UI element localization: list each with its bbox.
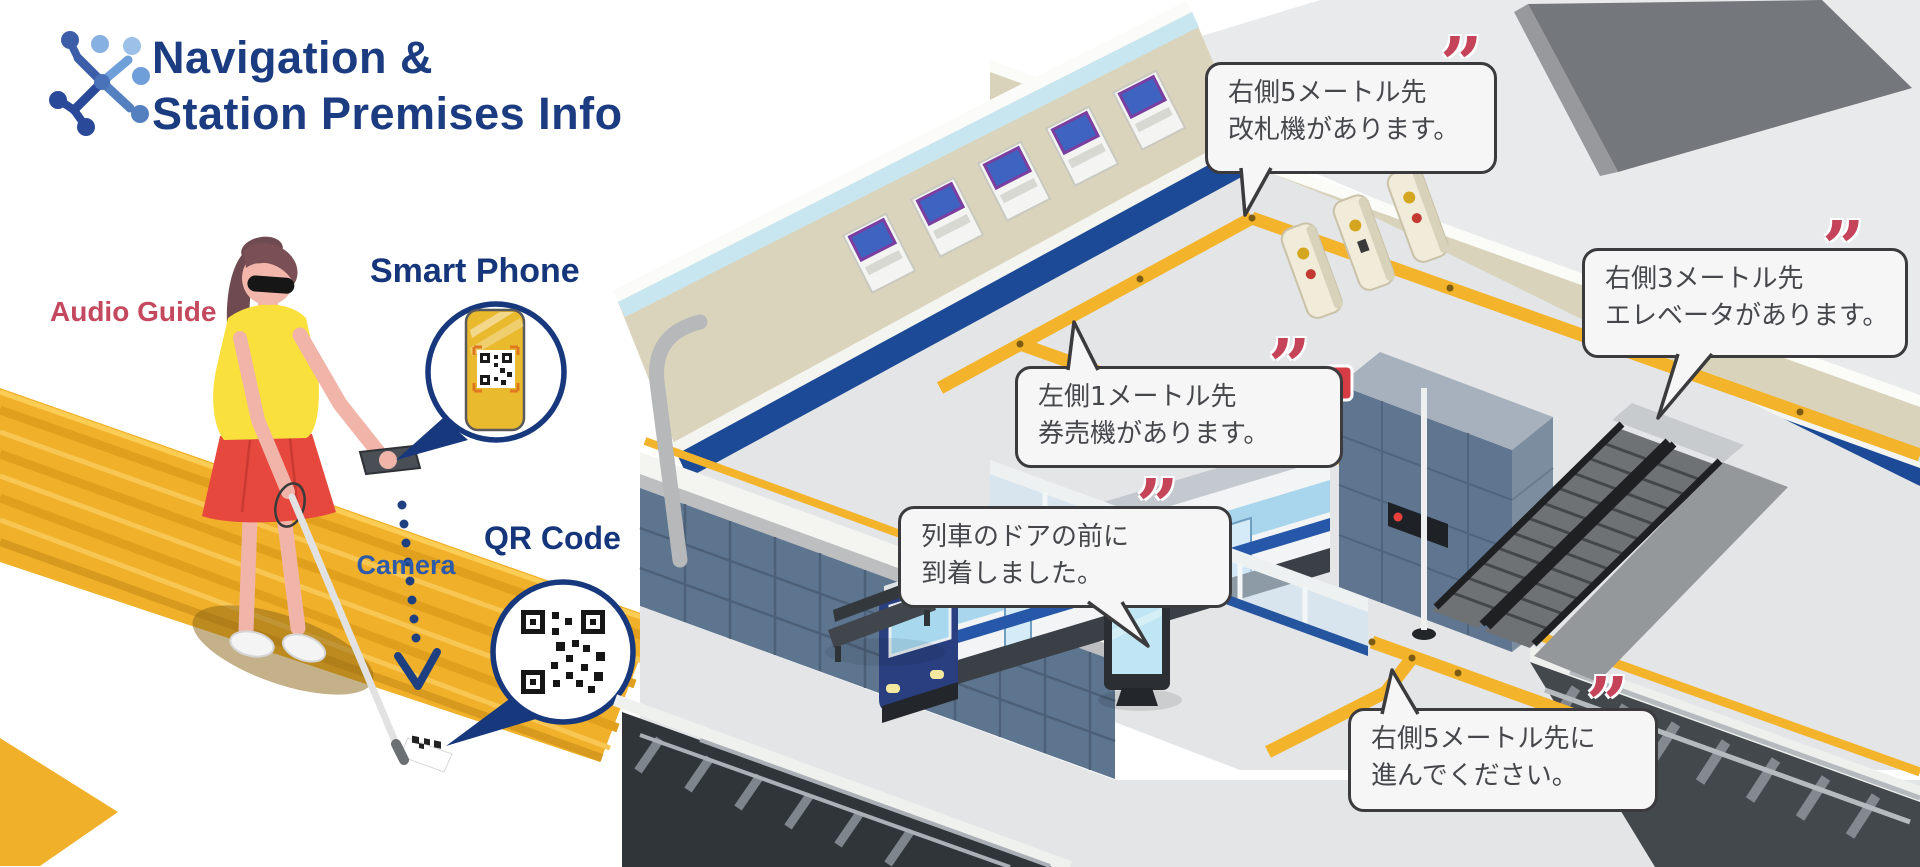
qr-code-icon [521,610,605,694]
bubble-line: 列車のドアの前に [921,522,1130,552]
ceiling-slab [1514,0,1912,176]
left-illustration [0,236,657,866]
bubble-tail [1380,668,1420,715]
ticket-vending-machines [841,69,1187,294]
floor-qr-code-icon [399,735,453,773]
person-shadow [192,605,374,695]
bubble-tail [1086,600,1150,648]
title-line-2: Station Premises Info [152,87,623,139]
bubble-line: 到着しました。 [921,558,1104,589]
smart-phone-label: Smart Phone [370,252,580,290]
speech-bubble-train-door: 列車のドアの前に 到着しました。 [898,506,1232,608]
audio-guide-label: Audio Guide [50,296,217,327]
red-quote-marks-icon: ” [1136,464,1179,550]
red-quote-marks-icon: ” [1822,206,1865,292]
tactile-paving-corner [0,738,118,866]
speech-bubble-proceed: 右側5メートル先に 進んでください。 [1348,708,1658,812]
shoe [281,633,327,663]
white-cane [288,493,406,762]
phone-qr-icon [480,353,512,385]
bubble-line: 右側5メートル先 [1228,78,1427,108]
bubble-line: 右側5メートル先に [1371,724,1596,754]
speech-bubble-elevator: 右側3メートル先 エレベータがあります。 [1582,248,1908,358]
qr-code-label: QR Code [484,520,621,556]
speech-bubble-ticket-gates: 右側5メートル先 改札機があります。 [1205,62,1497,174]
bubble-line: 右側3メートル先 [1605,264,1804,294]
bubble-line: 左側1メートル先 [1038,382,1237,412]
bubble-line: 改札機があります。 [1228,114,1460,145]
bubble-line: 券売機があります。 [1038,418,1270,449]
bubble-line: 進んでください。 [1371,760,1578,791]
title-line-1: Navigation & [152,32,434,83]
qr-circle-callout [446,579,636,746]
network-nodes-icon [49,31,150,136]
escalator-lane [1432,421,1671,628]
shoe [229,630,275,658]
left-tracks [612,694,1073,867]
kiosk-info-panel [1388,502,1448,548]
sunglasses-icon [247,275,295,294]
smartphone-circle-callout [396,301,567,460]
bubble-tail [1066,320,1100,371]
red-quote-marks-icon: ” [1440,22,1483,108]
bubble-line: エレベータがあります。 [1605,300,1889,331]
bubble-tail [1656,352,1714,420]
dotted-arrow-down-icon [394,500,441,690]
speech-bubble-ticket-machine: 左側1メートル先 券売機があります。 [1015,366,1343,468]
escalators [1432,403,1788,682]
ticket-gates [1280,166,1449,319]
person-with-white-cane [202,236,422,765]
wrist-loop [274,482,306,528]
yellow-top [213,304,319,440]
red-quote-marks-icon: ” [1586,662,1629,748]
red-skirt [202,429,336,523]
platform-path-dots [1368,638,1462,677]
red-quote-marks-icon: ” [1268,324,1311,410]
escalator-lane [1484,441,1723,648]
camera-label: Camera [356,550,456,580]
bubble-tail [1239,167,1273,217]
page-title: Navigation & Station Premises Info [152,30,623,142]
